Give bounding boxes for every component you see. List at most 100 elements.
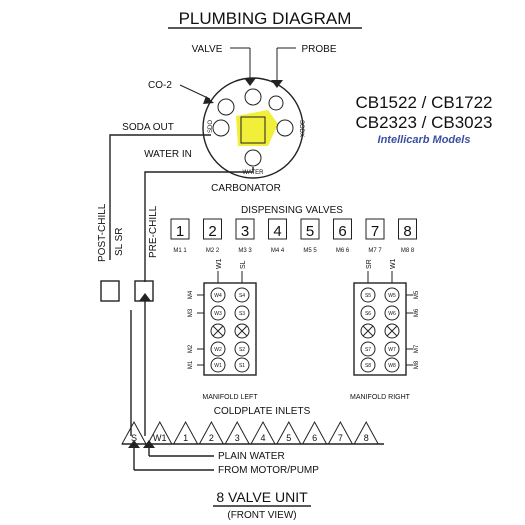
manifold-side-label: M4 (188, 290, 194, 299)
port-sodx-label: SODX (298, 120, 304, 137)
manifold-body (203, 282, 257, 376)
manifold-fitting-icon (360, 323, 376, 339)
manifold-port-label: W1 (214, 363, 222, 369)
manifold-fitting-icon (234, 287, 250, 303)
dispensing-valve-sub: M1 1 (173, 248, 187, 254)
plain-water-label: PLAIN WATER (218, 451, 285, 462)
coldplate-inlet-label: 2 (209, 433, 214, 443)
from-motor-label: FROM MOTOR/PUMP (218, 465, 319, 476)
manifold-side-label: M5 (414, 290, 420, 299)
water-in-label: WATER IN (144, 149, 192, 160)
manifold-fitting-icon (384, 341, 400, 357)
manifold-fitting-icon (210, 357, 226, 373)
valve-arrow-icon (244, 78, 256, 86)
manifold-port-label: S3 (239, 311, 245, 317)
dispensing-valve-box (333, 218, 352, 240)
manifold-side-label: M2 (188, 344, 194, 353)
manifold-port-label: W8 (388, 363, 396, 369)
dispensing-valve-number: 6 (338, 223, 346, 240)
unit-title: 8 VALVE UNIT (216, 489, 308, 505)
manifold-port-label: S7 (365, 347, 371, 353)
manifold-port-label: S8 (365, 363, 371, 369)
coldplate-label: COLDPLATE INLETS (214, 406, 311, 417)
sl-sr-label: SL SR (114, 227, 125, 256)
coldplate-inlet-label: W1 (153, 433, 167, 443)
manifold-top-label: W1 (390, 258, 397, 269)
center-fitting-icon (240, 116, 266, 144)
front-view-label: (FRONT VIEW) (227, 510, 296, 521)
motor-arrow-icon (128, 440, 140, 448)
dispensing-valve-sub: M5 5 (303, 248, 317, 254)
probe-label: PROBE (301, 44, 336, 55)
manifold-right-label: MANIFOLD RIGHT (350, 394, 411, 401)
coldplate-inlet-label: S (131, 433, 137, 443)
plain-water-arrow-icon (143, 440, 155, 448)
port-water-label: WATER (243, 170, 265, 176)
manifold-port-label: W6 (388, 311, 396, 317)
valve-fitting-icon (244, 88, 262, 106)
dispensing-valve-sub: M7 7 (368, 248, 382, 254)
manifold-fitting-icon (234, 305, 250, 321)
manifold-fitting-icon (360, 287, 376, 303)
dispensing-valve-sub: M6 6 (336, 248, 350, 254)
post-chill-label: POST-CHILL (97, 203, 108, 262)
manifold-port-label: W7 (388, 347, 396, 353)
coldplate-inlet-label: 6 (312, 433, 317, 443)
manifold-top-label: SL (240, 260, 247, 269)
dispensing-valve-sub: M3 3 (238, 248, 252, 254)
dispensing-valve-box (203, 218, 222, 240)
coldplate-inlet-label: 7 (338, 433, 343, 443)
dispensing-valve-box (170, 218, 190, 240)
manifold-fitting-icon (210, 287, 226, 303)
manifold-fitting-icon (360, 341, 376, 357)
dispensing-valves-label: DISPENSING VALVES (241, 205, 343, 216)
coldplate-inlet-label: 5 (286, 433, 291, 443)
manifold-port-label: S4 (239, 293, 245, 299)
manifold-top-label: W1 (216, 258, 223, 269)
dispensing-valve-box (268, 218, 287, 240)
co2-leader (179, 84, 211, 100)
dispensing-valve-number: 2 (208, 223, 216, 240)
coldplate-inlet-label: 4 (260, 433, 265, 443)
manifold-port-label: W2 (214, 347, 222, 353)
probe-arrow-icon (271, 80, 283, 88)
manifold-fitting-icon (384, 305, 400, 321)
water-in-line (144, 167, 254, 282)
coldplate-inlet-label: 1 (183, 433, 188, 443)
diagram-title: PLUMBING DIAGRAM (179, 9, 352, 28)
plug-x-icon (212, 325, 224, 337)
carbonator-highlight (236, 110, 278, 146)
manifold-side-label: M3 (188, 308, 194, 317)
dispensing-valve-number: 8 (403, 223, 411, 240)
dispensing-valve-number: 1 (176, 223, 184, 240)
manifold-fitting-icon (360, 305, 376, 321)
manifold-fitting-icon (384, 287, 400, 303)
manifold-body (353, 282, 407, 376)
dispensing-valve-box (365, 218, 385, 240)
dispensing-valve-number: 3 (241, 223, 249, 240)
models-line-1: CB1522 / CB1722 (355, 93, 492, 112)
manifold-port-label: W5 (388, 293, 396, 299)
co2-arrow-icon (203, 96, 214, 104)
manifold-fitting-icon (234, 341, 250, 357)
manifold-port-label: W3 (214, 311, 222, 317)
manifold-fitting-icon (360, 357, 376, 373)
plug-x-icon (236, 325, 248, 337)
port-sdo-label: SDO (208, 120, 214, 133)
manifold-fitting-icon (210, 341, 226, 357)
manifold-side-label: M6 (414, 308, 420, 317)
manifold-top-label: SR (366, 259, 373, 269)
manifold-port-label: S6 (365, 311, 371, 317)
manifold-side-label: M7 (414, 344, 420, 353)
soda-out-line (109, 134, 211, 260)
sodx-fitting-icon (276, 119, 294, 137)
manifold-port-label: W4 (214, 293, 222, 299)
manifold-fitting-icon (384, 357, 400, 373)
soda-out-label: SODA OUT (122, 122, 174, 133)
dispensing-valve-number: 7 (371, 223, 379, 240)
plug-x-icon (386, 325, 398, 337)
manifold-side-label: M1 (188, 360, 194, 369)
